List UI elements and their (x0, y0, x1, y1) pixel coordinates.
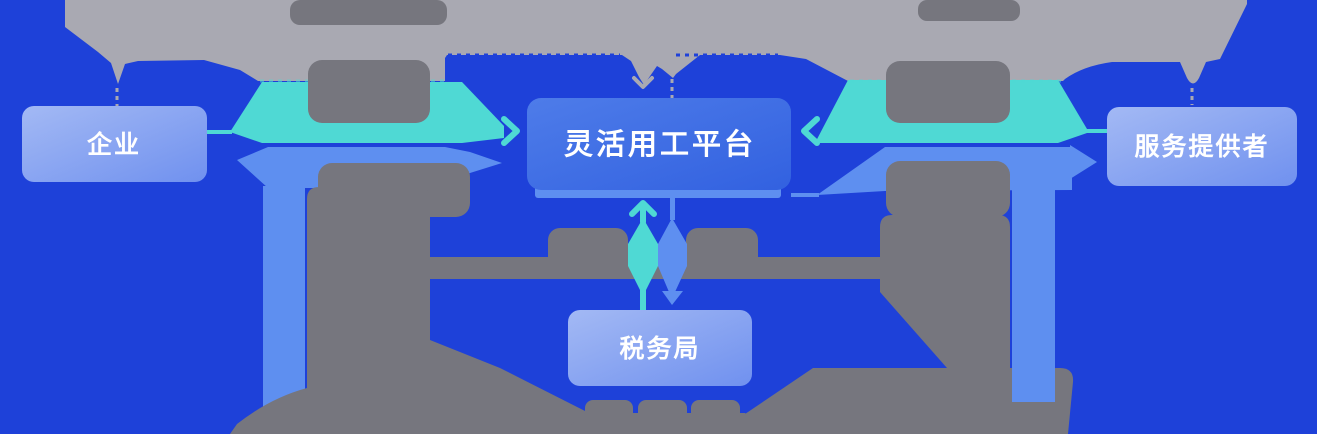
node-service-provider-label: 服务提供者 (1134, 133, 1269, 161)
masked-label (886, 61, 1010, 123)
connector-line (791, 193, 819, 197)
node-enterprise (22, 106, 207, 182)
flow-band-tax-to-platform (628, 218, 658, 290)
masked-label (548, 228, 628, 278)
node-enterprise-label: 企业 (87, 130, 141, 159)
flow-band-platform-to-tax (658, 218, 687, 292)
node-platform-label: 灵活用工平台 (564, 127, 756, 161)
arrow-left-icon (801, 116, 820, 146)
node-tax-bureau (568, 310, 752, 386)
node-platform (527, 98, 791, 190)
flow-stem (640, 288, 646, 310)
top-masked-labels (290, 0, 1020, 25)
masked-mass-right-column (880, 215, 1010, 368)
arrowhead-down (662, 291, 683, 305)
masked-label (686, 228, 758, 278)
node-service-provider (1107, 107, 1297, 186)
masked-caption (585, 400, 633, 430)
arrow-up-icon (629, 200, 657, 225)
arrow-right-icon (501, 116, 520, 146)
flow-stem (670, 190, 675, 220)
masked-caption (691, 400, 740, 430)
masked-label (886, 161, 1010, 217)
masked-label (308, 60, 430, 123)
masked-label (290, 0, 447, 25)
bottom-masked-region (230, 187, 1074, 434)
masked-label (918, 0, 1020, 21)
connector-line (207, 130, 232, 134)
chevron-down-icon (632, 76, 654, 89)
node-tax-bureau-label: 税务局 (619, 335, 700, 363)
diagram-nodes: 企业 灵活用工平台 服务提供者 税务局 (22, 98, 1297, 386)
connector-line (1087, 129, 1107, 133)
masked-mass-left (230, 187, 587, 434)
masked-mass-right-strip (745, 368, 1074, 434)
arrowhead-right (1070, 145, 1097, 179)
flow-band-right-vertical (1012, 186, 1055, 402)
masked-caption (638, 400, 687, 430)
